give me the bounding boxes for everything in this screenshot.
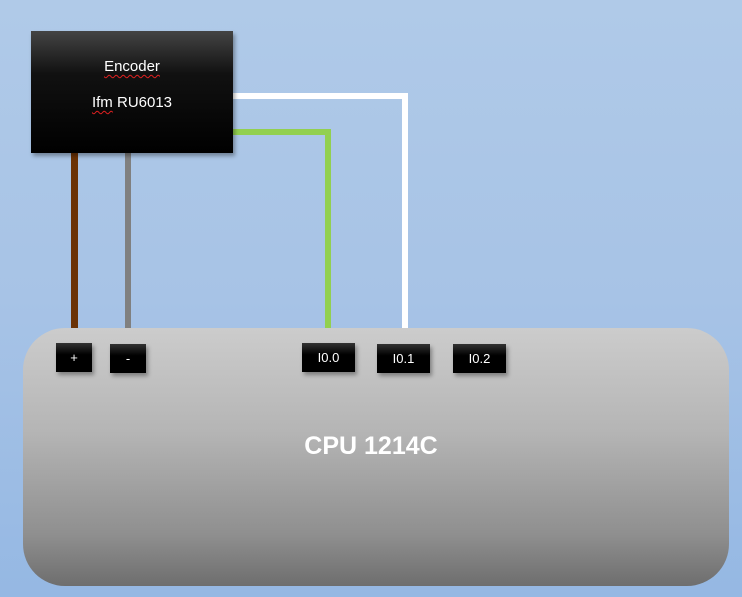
encoder-title-text: Encoder xyxy=(104,58,160,75)
white-wire-vertical xyxy=(402,93,408,329)
gray-wire-negative xyxy=(125,153,131,345)
brown-wire-positive xyxy=(71,153,78,343)
green-wire-horizontal xyxy=(233,129,331,135)
terminal-i0-0: I0.0 xyxy=(302,343,355,372)
terminal-i0-2: I0.2 xyxy=(453,344,506,373)
encoder-title: Encoder xyxy=(31,58,233,75)
encoder-model: Ifm RU6013 xyxy=(31,94,233,111)
terminal-plus: + xyxy=(56,343,92,372)
encoder-model-number: RU6013 xyxy=(112,94,173,111)
terminal-i0-1: I0.1 xyxy=(377,344,430,373)
encoder-brand: Ifm xyxy=(91,94,113,111)
terminal-minus: - xyxy=(110,344,146,373)
green-wire-vertical xyxy=(325,129,331,329)
cpu-label: CPU 1214C xyxy=(304,432,438,460)
white-wire-horizontal xyxy=(233,93,408,99)
encoder-box: Encoder Ifm RU6013 xyxy=(31,31,233,153)
